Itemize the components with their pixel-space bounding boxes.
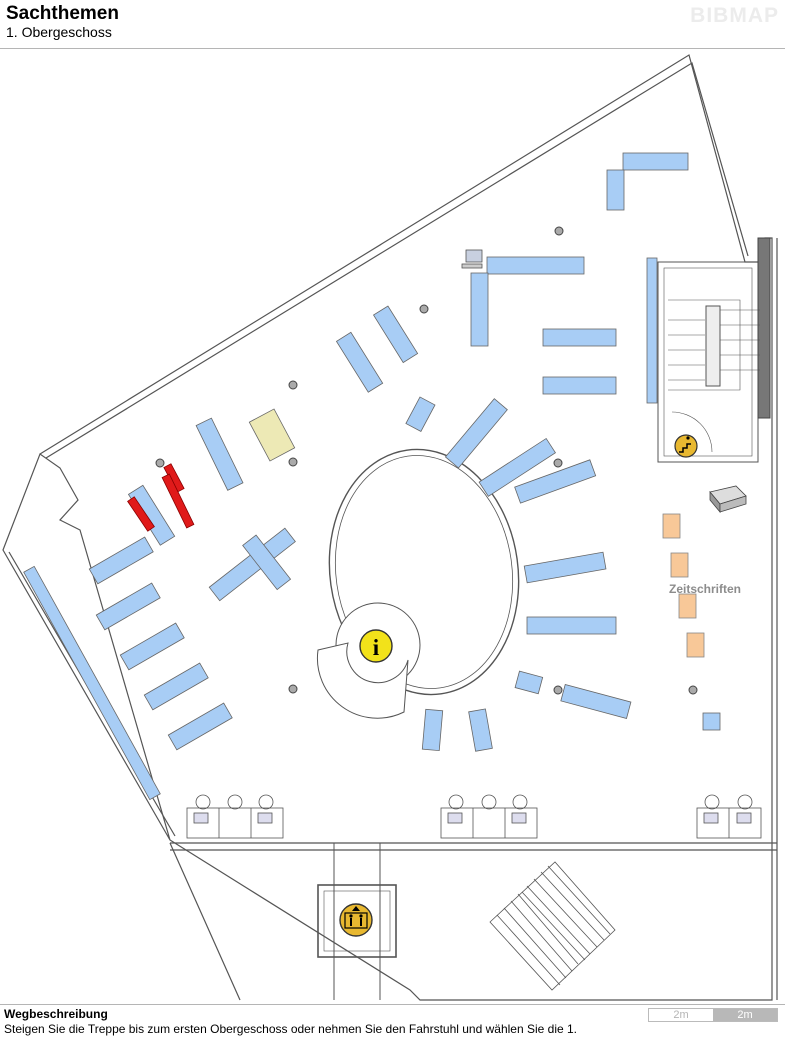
magazine-racks — [662, 513, 705, 658]
page-title: Sachthemen — [6, 3, 119, 24]
elevator-icon[interactable] — [339, 903, 373, 937]
workstations-left — [186, 794, 284, 839]
header: Sachthemen 1. Obergeschoss BIBMAP — [0, 0, 785, 49]
scale-segment: 2m — [713, 1009, 777, 1021]
workstations-right — [696, 794, 762, 839]
floor-map[interactable]: Zeitschriften — [0, 49, 785, 1004]
stairs-bottom — [489, 861, 616, 991]
stairwell-top — [657, 237, 771, 463]
scale-bar: 2m 2m — [648, 1008, 778, 1022]
pillar-icon — [155, 226, 698, 695]
elevator-shaft — [317, 843, 397, 1000]
floor-subtitle: 1. Obergeschoss — [6, 24, 112, 40]
reading-table — [248, 408, 296, 462]
building-walls — [2, 54, 778, 1001]
stairs-person-icon — [674, 434, 698, 458]
workstations-middle — [440, 794, 538, 839]
central-atrium — [316, 448, 520, 719]
printer-icon — [709, 485, 747, 514]
zeitschriften-label: Zeitschriften — [669, 582, 741, 596]
highlighted-shelves — [127, 463, 195, 532]
svg-text:i: i — [373, 635, 380, 660]
footer: Wegbeschreibung Steigen Sie die Treppe b… — [0, 1004, 785, 1044]
brand-logo: BIBMAP — [690, 4, 779, 27]
shelves — [23, 152, 721, 801]
scale-segment: 2m — [649, 1009, 713, 1021]
directions-heading: Wegbeschreibung — [4, 1007, 108, 1021]
info-icon[interactable]: i — [359, 629, 393, 663]
directions-text: Steigen Sie die Treppe bis zum ersten Ob… — [4, 1022, 578, 1036]
computer-icon — [461, 249, 483, 269]
